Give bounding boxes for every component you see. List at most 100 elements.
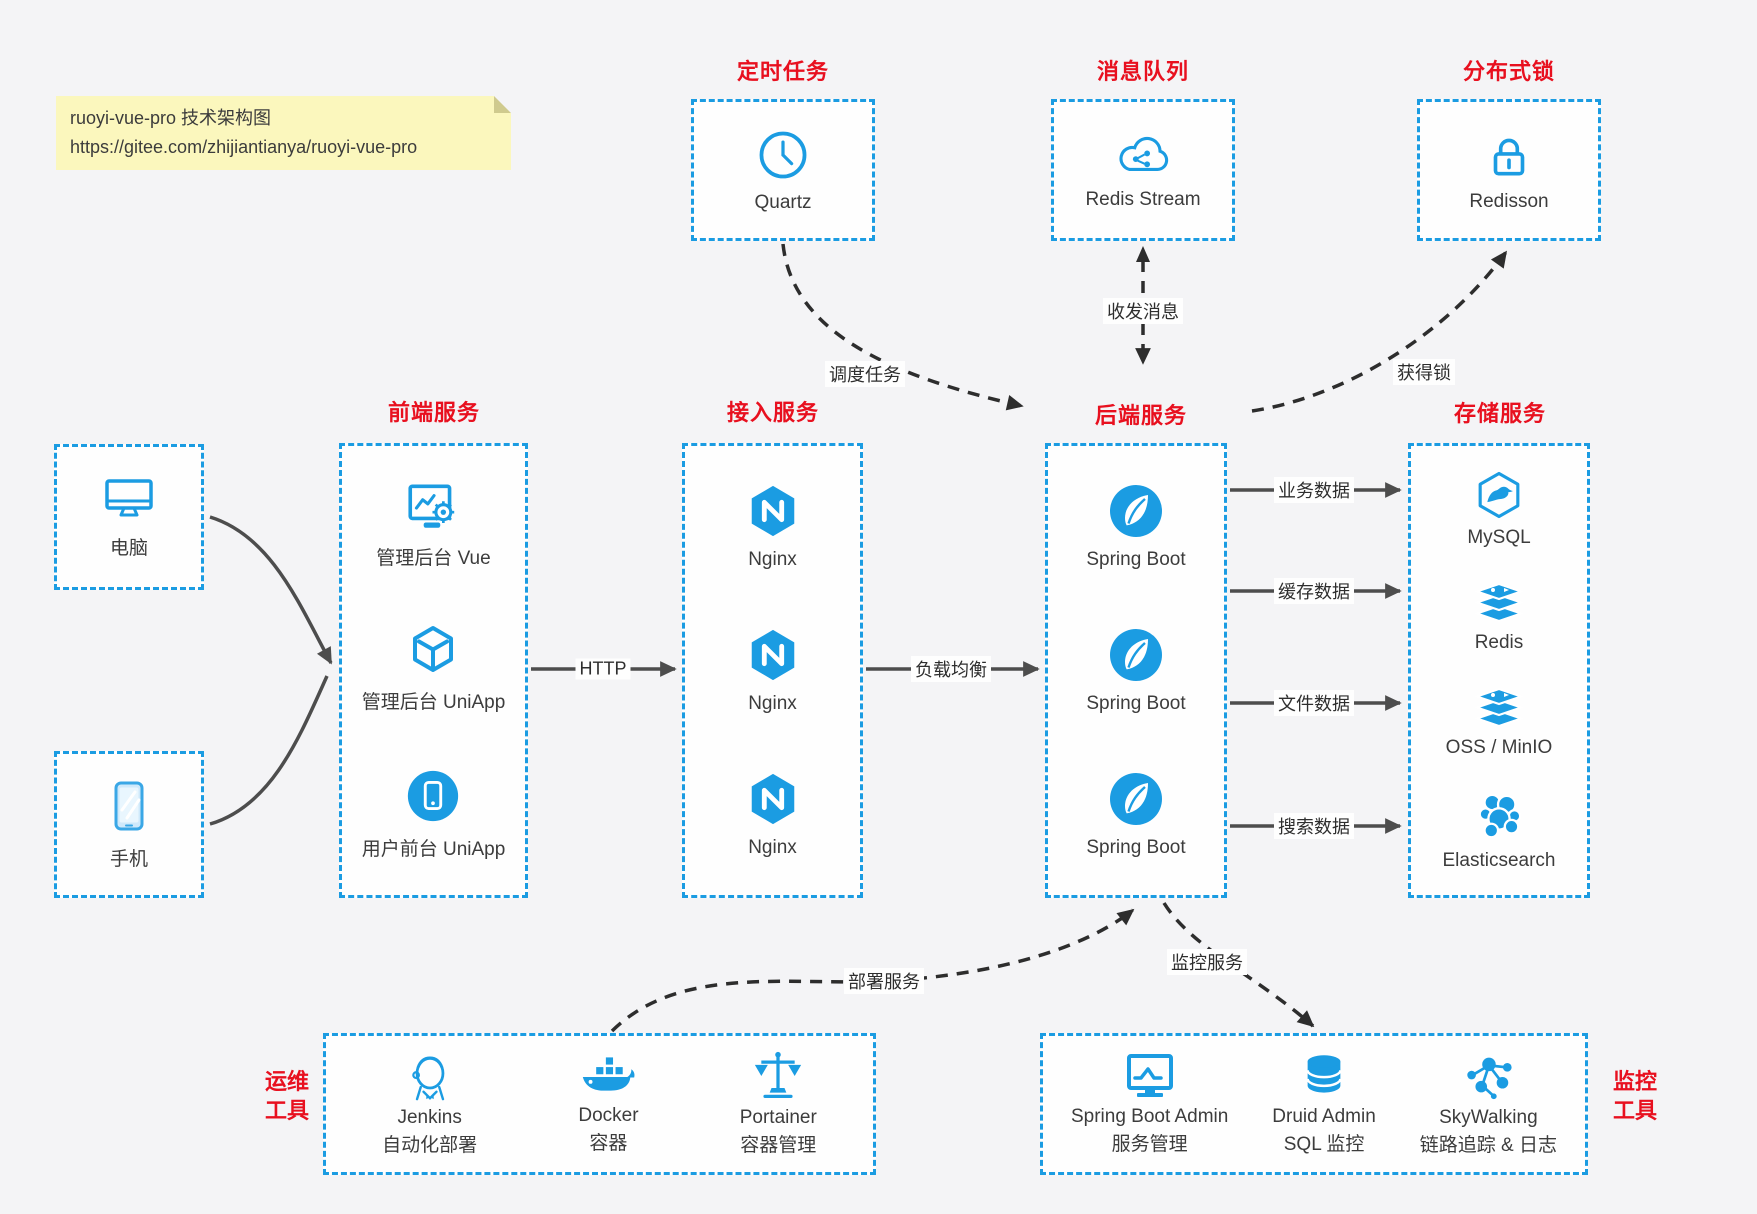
edge-acquire-lock <box>1251 250 1508 413</box>
edge-label-acquire-lock: 获得锁 <box>1393 359 1455 385</box>
spring-boot-admin-item: Spring Boot Admin 服务管理 <box>1071 1050 1228 1157</box>
desktop-client-item: 电脑 <box>100 474 158 560</box>
phone-client-box: 手机 <box>54 751 204 898</box>
admin-vue-icon <box>408 484 455 528</box>
mysql-icon <box>1478 472 1520 519</box>
redisson-label: Redisson <box>1469 190 1549 212</box>
frontend-services-box: 管理后台 Vue 管理后台 UniApp 用户前台 UniApp <box>339 443 528 898</box>
monitoring-side-label-line1: 监控 <box>1612 1069 1657 1094</box>
spring-boot-item-2: Spring Boot <box>1086 626 1186 715</box>
quartz-item: Quartz <box>754 127 812 214</box>
spring-boot-label-2: Spring Boot <box>1086 692 1186 714</box>
edge-label-schedule-task: 调度任务 <box>825 361 905 387</box>
redisson-item: Redisson <box>1469 128 1549 213</box>
backend-services-box: Spring Boot Spring Boot Spring Boot <box>1045 443 1227 898</box>
portainer-item: Portainer 容器管理 <box>740 1049 817 1158</box>
redis-label: Redis <box>1474 632 1524 654</box>
storage-services-box: MySQL Redis OSS / MinIO <box>1408 443 1590 898</box>
access-services-box: Nginx Nginx Nginx <box>682 443 863 898</box>
mysql-label: MySQL <box>1467 527 1531 549</box>
title-distributed-lock: 分布式锁 <box>1462 59 1556 84</box>
ops-side-label-line2: 工具 <box>264 1097 309 1123</box>
monitoring-side-label-line2: 工具 <box>1612 1097 1657 1123</box>
edge-label-http: HTTP <box>575 658 631 680</box>
jenkins-icon <box>411 1056 444 1101</box>
jenkins-label: Jenkins <box>397 1107 462 1129</box>
spring-boot-item-1: Spring Boot <box>1086 482 1186 571</box>
nginx-item-3: Nginx <box>744 770 802 859</box>
mysql-item: MySQL <box>1467 469 1531 549</box>
druid-item: Druid Admin SQL 监控 <box>1272 1050 1376 1157</box>
user-uniapp-label: 用户前台 UniApp <box>361 838 506 860</box>
oss-minio-icon <box>1473 687 1525 728</box>
ops-tools-side-label: 运维 工具 <box>252 1068 322 1125</box>
nginx-item-1: Nginx <box>744 482 802 571</box>
desktop-client-box: 电脑 <box>54 444 204 590</box>
skywalking-icon <box>1467 1057 1512 1100</box>
clock-icon <box>759 131 807 178</box>
uniapp-cube-icon <box>413 626 454 673</box>
docker-label: Docker <box>578 1105 639 1127</box>
title-storage-services: 存储服务 <box>1453 401 1547 426</box>
edge-desktop-to-frontend <box>209 515 333 665</box>
nginx-icon <box>751 774 794 825</box>
redis-stream-label: Redis Stream <box>1085 188 1201 210</box>
cloud-stream-icon <box>1119 136 1169 171</box>
portainer-icon <box>755 1052 802 1099</box>
jenkins-item: Jenkins 自动化部署 <box>382 1049 477 1158</box>
ops-side-label-line1: 运维 <box>264 1069 309 1094</box>
edge-label-load-balance: 负载均衡 <box>911 656 991 682</box>
desktop-client-label: 电脑 <box>109 538 148 559</box>
message-queue-box: Redis Stream <box>1051 99 1235 241</box>
distributed-lock-box: Redisson <box>1417 99 1601 241</box>
redis-item: Redis <box>1471 580 1527 654</box>
jenkins-sublabel: 自动化部署 <box>382 1135 478 1156</box>
quartz-box: Quartz <box>691 99 875 241</box>
druid-icon <box>1306 1055 1342 1093</box>
spring-boot-icon <box>1109 484 1162 537</box>
note-url: https://gitee.com/zhijiantianya/ruoyi-vu… <box>70 136 418 157</box>
title-scheduled-task: 定时任务 <box>736 59 830 84</box>
nginx-label-2: Nginx <box>748 692 797 714</box>
skywalking-label: SkyWalking <box>1439 1107 1538 1129</box>
spring-boot-admin-icon <box>1126 1054 1173 1098</box>
portainer-label: Portainer <box>739 1107 817 1129</box>
docker-item: Docker 容器 <box>577 1051 639 1156</box>
oss-minio-label: OSS / MinIO <box>1445 736 1553 758</box>
edge-phone-to-frontend <box>209 675 329 826</box>
edge-label-search-data: 搜索数据 <box>1274 813 1354 839</box>
phone-client-label: 手机 <box>109 848 148 870</box>
redis-stream-item: Redis Stream <box>1085 130 1201 211</box>
edge-label-messages: 收发消息 <box>1103 298 1183 324</box>
druid-sublabel: SQL 监控 <box>1283 1134 1365 1155</box>
portainer-sublabel: 容器管理 <box>740 1135 817 1156</box>
quartz-label: Quartz <box>754 191 812 213</box>
title-message-queue: 消息队列 <box>1096 59 1190 84</box>
nginx-label-1: Nginx <box>748 548 797 570</box>
admin-vue-item: 管理后台 Vue <box>376 480 491 570</box>
spring-boot-label-1: Spring Boot <box>1086 548 1186 570</box>
edge-label-deploy: 部署服务 <box>844 968 924 994</box>
admin-uniapp-item: 管理后台 UniApp <box>361 622 506 714</box>
nginx-label-3: Nginx <box>748 837 797 859</box>
edge-label-business-data: 业务数据 <box>1274 477 1354 503</box>
admin-uniapp-label: 管理后台 UniApp <box>361 692 506 714</box>
nginx-icon <box>751 629 794 681</box>
spring-boot-icon <box>1109 773 1162 826</box>
note-fold-corner <box>494 96 511 113</box>
elasticsearch-icon <box>1478 793 1522 839</box>
skywalking-sublabel: 链路追踪 & 日志 <box>1419 1135 1557 1156</box>
spring-boot-admin-sublabel: 服务管理 <box>1111 1134 1188 1155</box>
user-app-icon <box>408 770 459 821</box>
title-access-services: 接入服务 <box>726 400 820 425</box>
nginx-item-2: Nginx <box>744 626 802 715</box>
spring-boot-admin-label: Spring Boot Admin <box>1070 1106 1229 1128</box>
user-uniapp-item: 用户前台 UniApp <box>361 767 506 861</box>
nginx-icon <box>751 485 794 536</box>
elasticsearch-item: Elasticsearch <box>1443 790 1556 872</box>
admin-vue-label: 管理后台 Vue <box>376 548 491 570</box>
edge-label-file-data: 文件数据 <box>1274 690 1354 716</box>
lock-icon <box>1493 138 1525 176</box>
edge-label-monitor: 监控服务 <box>1167 949 1247 975</box>
docker-icon <box>583 1056 635 1091</box>
